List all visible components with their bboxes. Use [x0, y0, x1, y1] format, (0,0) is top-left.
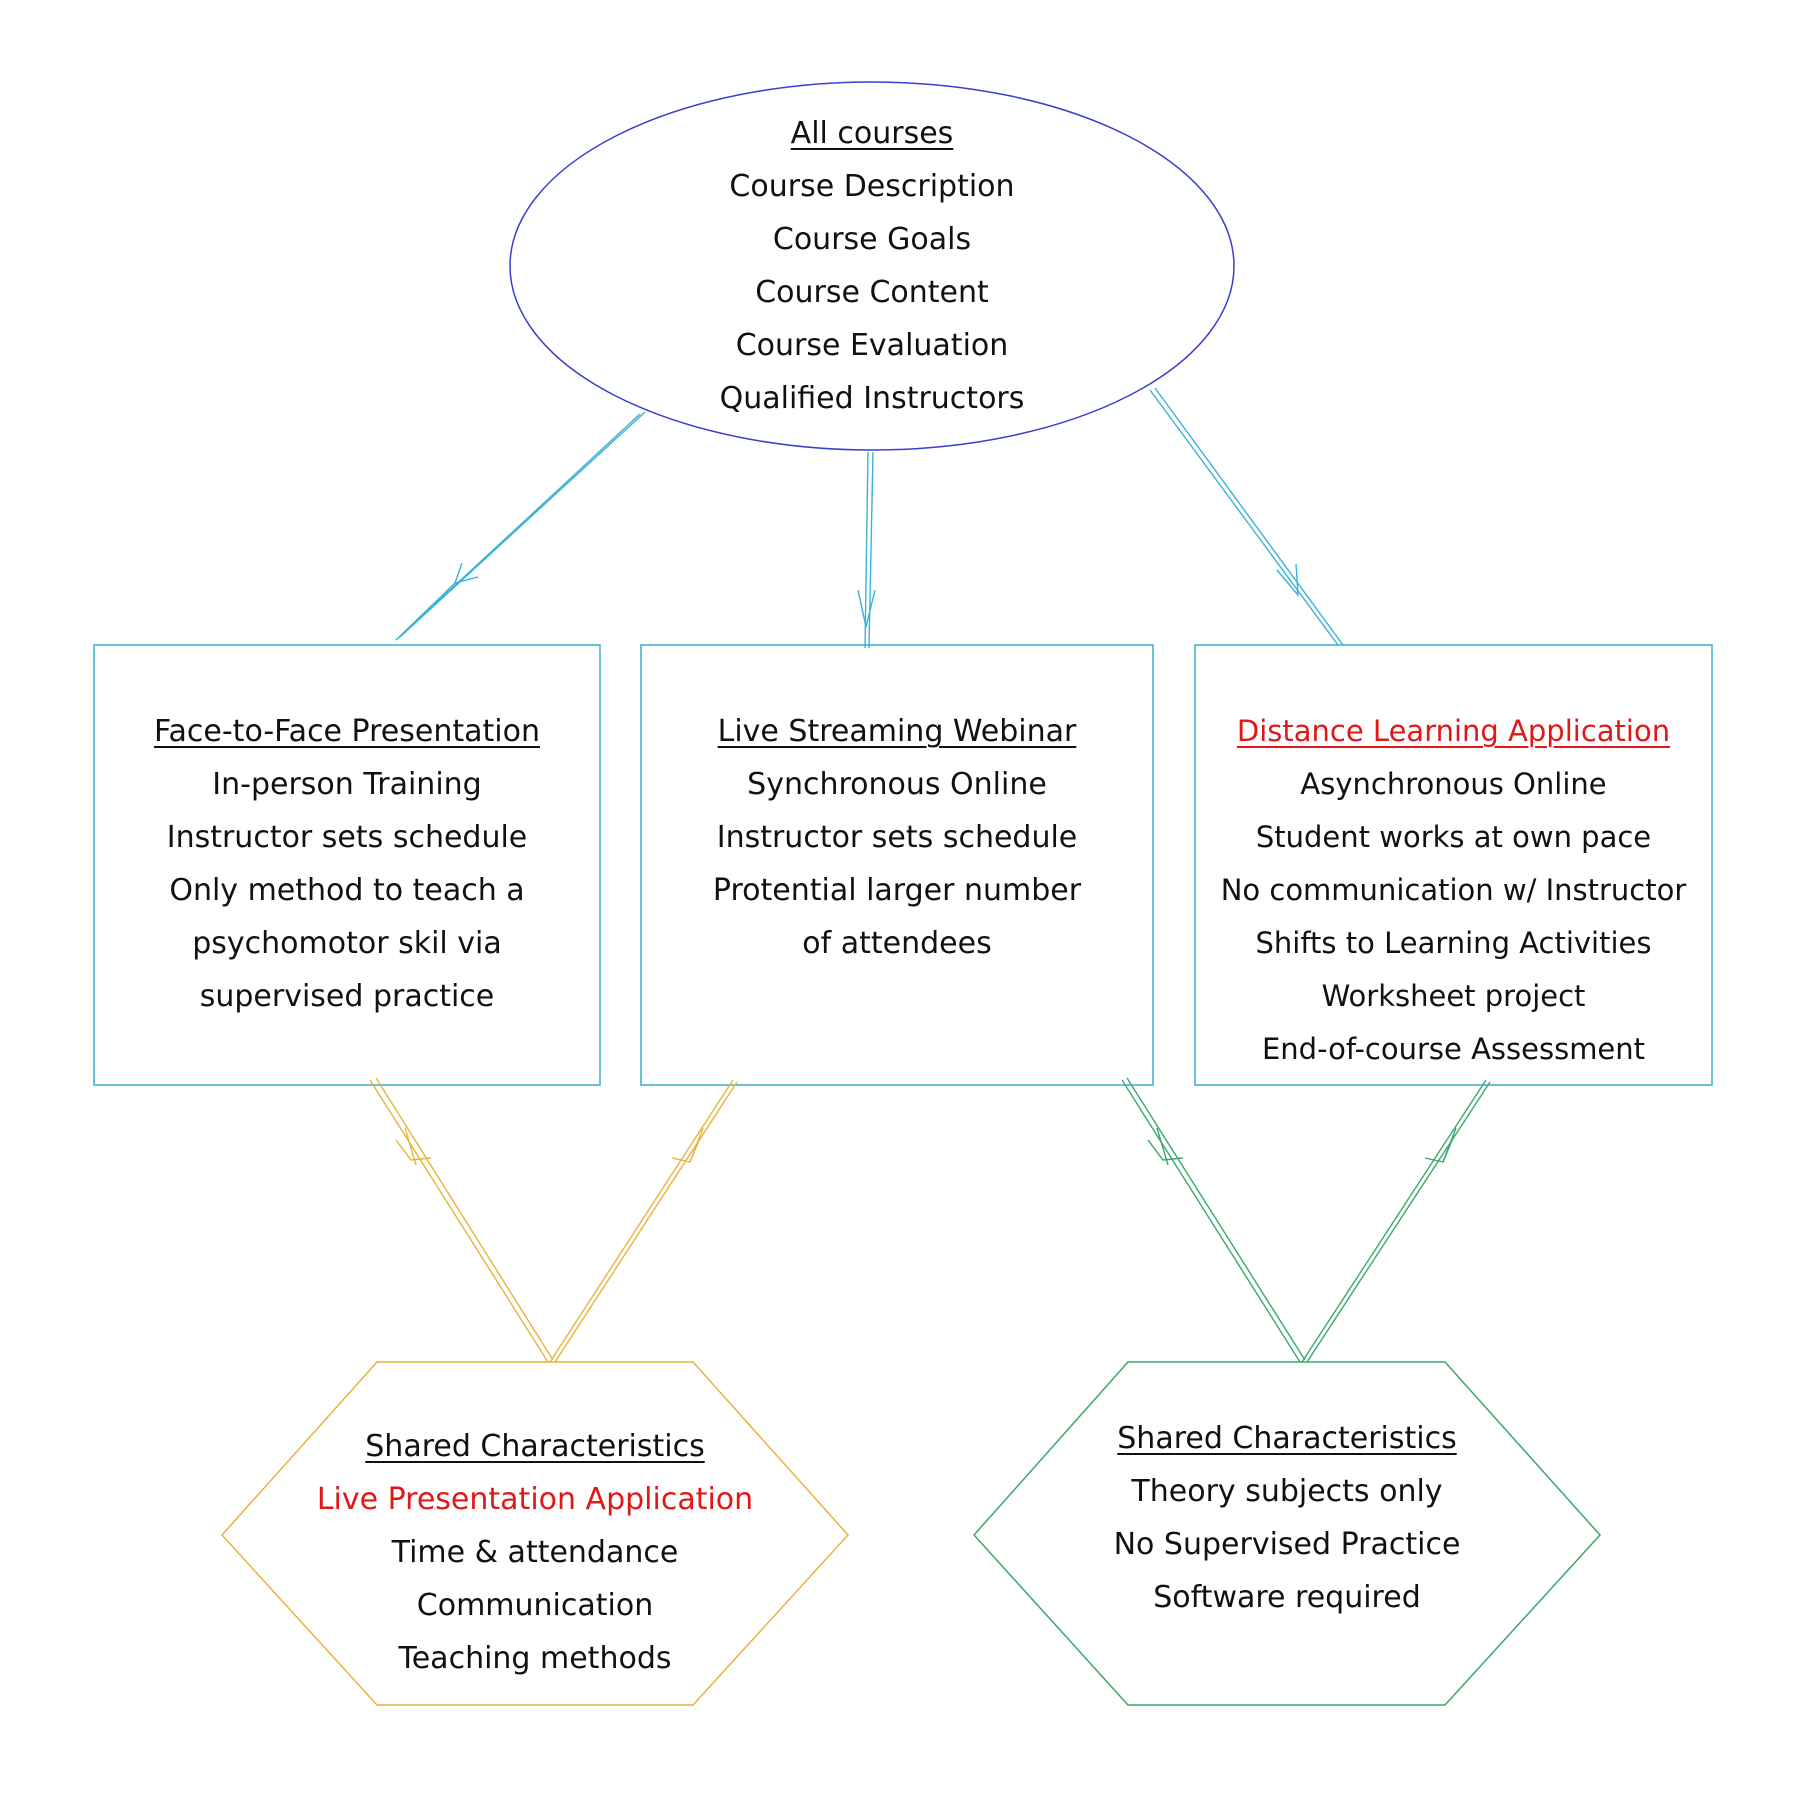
arrow-left-to-face-to-face: [369, 1077, 554, 1363]
top-item: Course Evaluation: [735, 328, 1009, 363]
live-streaming-node: Live Streaming Webinar Synchronous Onlin…: [647, 705, 1147, 970]
right-shared-title: Shared Characteristics: [1117, 1421, 1457, 1456]
top-item: Course Goals: [772, 222, 972, 257]
left-shared-node: Shared Characteristics Live Presentation…: [285, 1420, 785, 1685]
arrow-right-to-distance-learning: [1301, 1079, 1491, 1363]
left-shared-subtitle: Live Presentation Application: [316, 1482, 754, 1517]
arrow-left-to-live-streaming: [549, 1079, 738, 1363]
face-to-face-title: Face-to-Face Presentation: [154, 714, 540, 749]
box-item: Protential larger number: [712, 873, 1082, 908]
shared-item: Theory subjects only: [1131, 1474, 1443, 1509]
box-item: No communication w/ Instructor: [1220, 873, 1687, 907]
box-item: End-of-course Assessment: [1261, 1032, 1646, 1066]
box-item: supervised practice: [199, 979, 495, 1014]
box-item: Asynchronous Online: [1300, 767, 1607, 801]
right-shared-hexagon: [972, 1361, 1602, 1706]
arrow-to-live-streaming: [857, 451, 876, 649]
shared-item: Teaching methods: [398, 1641, 672, 1676]
shared-item: No Supervised Practice: [1113, 1527, 1461, 1562]
face-to-face-box: [93, 644, 601, 1086]
arrow-to-distance-learning: [1149, 387, 1344, 646]
box-item: Student works at own pace: [1255, 820, 1652, 854]
shared-item: Software required: [1153, 1580, 1421, 1615]
top-item: Course Description: [729, 169, 1015, 204]
box-item: psychomotor skil via: [192, 926, 502, 961]
left-shared-hexagon: [220, 1361, 850, 1706]
box-item: of attendees: [802, 926, 992, 961]
box-item: Synchronous Online: [747, 767, 1047, 802]
box-item: Worksheet project: [1321, 979, 1586, 1013]
face-to-face-node: Face-to-Face Presentation In-person Trai…: [100, 705, 594, 1023]
right-shared-node: Shared Characteristics Theory subjects o…: [1037, 1412, 1537, 1624]
left-shared-title: Shared Characteristics: [365, 1429, 705, 1464]
top-item: Qualified Instructors: [719, 381, 1025, 416]
box-item: Instructor sets schedule: [716, 820, 1078, 855]
distance-learning-box: [1194, 644, 1713, 1086]
box-item: Shifts to Learning Activities: [1255, 926, 1652, 960]
box-item: Instructor sets schedule: [166, 820, 528, 855]
shared-item: Time & attendance: [391, 1535, 679, 1570]
all-courses-node: All courses Course Description Course Go…: [672, 107, 1072, 425]
shared-item: Communication: [416, 1588, 654, 1623]
live-streaming-title: Live Streaming Webinar: [717, 714, 1077, 749]
box-item: Only method to teach a: [169, 873, 525, 908]
arrow-right-to-live-streaming: [1121, 1077, 1306, 1363]
distance-learning-node: Distance Learning Application Asynchrono…: [1197, 705, 1710, 1076]
all-courses-ellipse: [509, 81, 1235, 451]
arrow-to-face-to-face: [395, 411, 646, 641]
top-item: Course Content: [755, 275, 989, 310]
distance-learning-title: Distance Learning Application: [1236, 714, 1671, 748]
live-streaming-box: [640, 644, 1154, 1086]
all-courses-title: All courses: [790, 116, 954, 151]
box-item: In-person Training: [212, 767, 482, 802]
